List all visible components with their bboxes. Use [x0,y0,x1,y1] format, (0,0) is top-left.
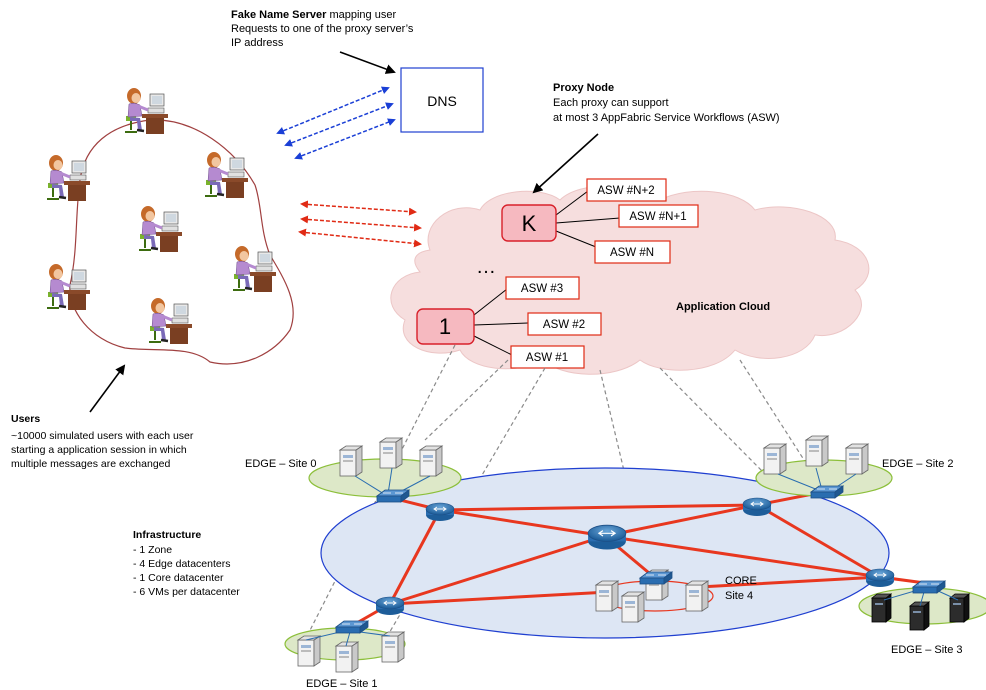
dns-note-line2: Requests to one of the proxy server’s [231,23,414,35]
dns-box [400,67,484,133]
asw-label: ASW #N+1 [629,211,686,223]
core-site-4 [595,569,714,623]
core-site-label: Site 4 [725,590,753,602]
user-icon [137,204,184,254]
proxy-node-k [501,204,557,242]
edge-site-0 [308,437,462,503]
user-icon [45,153,92,203]
site-label: EDGE – Site 1 [306,678,378,690]
dns-note-arrow [339,51,396,74]
users-note-arrow [89,364,126,413]
dns-note-line1: Fake Name Server mapping user [231,9,396,21]
asw-box [527,312,602,336]
infra-item: - 4 Edge datacenters [133,558,230,570]
router-icon [742,497,772,517]
dns-note-line3: IP address [231,37,284,49]
proxy-note-arrow [532,133,599,194]
user-icon [147,296,194,346]
asw-box [510,345,585,369]
user-icon [231,244,278,294]
router-icon [375,596,405,616]
asw-label: ASW #1 [526,352,568,364]
users-note-title: Users [11,413,40,425]
infra-title: Infrastructure [133,529,201,541]
asw-label: ASW #N+2 [597,185,654,197]
proxy-note-line2: at most 3 AppFabric Service Workflows (A… [553,112,780,124]
edge-site-3 [858,580,986,631]
site-label: EDGE – Site 3 [891,644,963,656]
infra-item: - 1 Core datacenter [133,572,224,584]
proxy-node-1 [416,308,475,345]
users-note-line3: multiple messages are exchanged [11,458,171,470]
dns-box-label: DNS [427,93,457,109]
user-icon [123,86,170,136]
proxy-node-k-label: K [522,211,537,236]
users-group [45,86,294,365]
user-icon [203,150,250,200]
edge-site-1 [284,620,406,673]
asw-label: ASW #2 [543,319,585,331]
asw-box [505,276,580,300]
asw-box [594,240,671,264]
users-note-line1: ~10000 simulated users with each user [11,430,194,442]
proxy-k-links [555,190,621,248]
edge-site-2 [755,435,893,499]
users-note-line2: starting a application session in which [11,444,187,456]
user-icon [45,262,92,312]
dns-arrows [276,86,396,160]
proxy-note-line1: Each proxy can support [553,97,669,109]
proxy-note-title: Proxy Node [553,82,614,94]
asw-label: ASW #3 [521,283,563,295]
proxy-node-1-label: 1 [439,314,451,339]
infra-item: - 1 Zone [133,544,172,556]
cloud-label: Application Cloud [676,301,770,313]
site-label: EDGE – Site 0 [245,458,317,470]
asw-box [618,204,699,228]
asw-label: ASW #N [610,247,654,259]
asw-box [586,178,667,202]
core-router-icon [587,524,627,551]
infra-item: - 6 VMs per datacenter [133,586,240,598]
router-icon [865,568,895,588]
core-label: CORE [725,575,757,587]
proxy-arrows [298,200,422,248]
router-icon [425,502,455,522]
proxy-ellipsis: … [476,256,496,278]
site-label: EDGE – Site 2 [882,458,954,470]
proxy-1-links [473,288,529,356]
